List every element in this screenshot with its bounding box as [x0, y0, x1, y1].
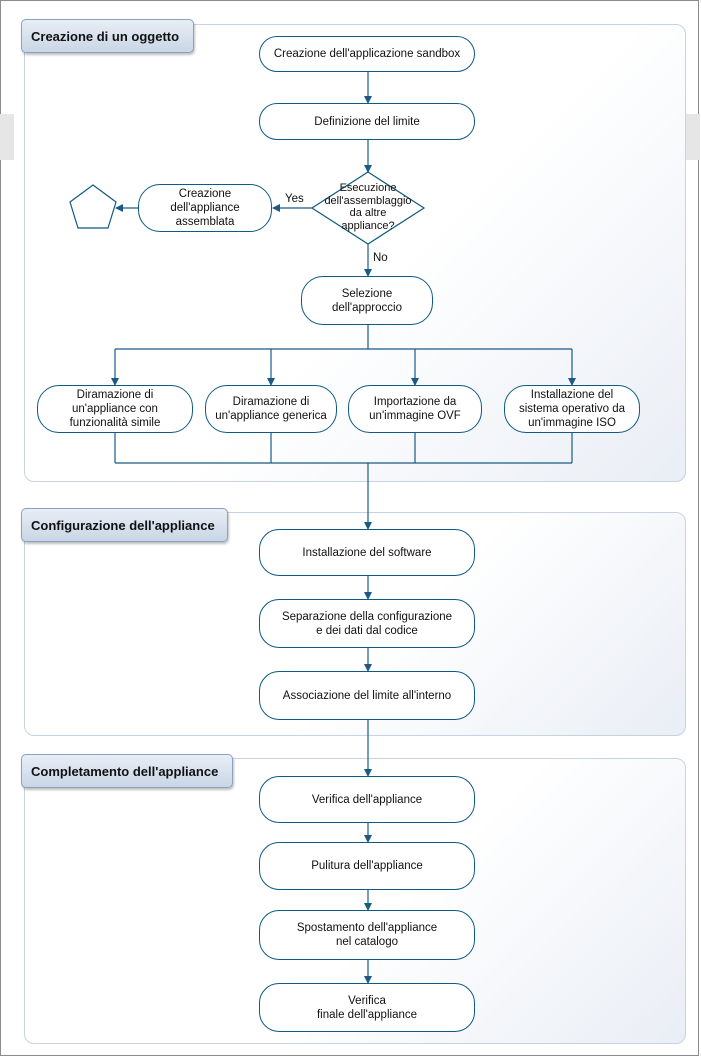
node-branch-generic: Diramazione di un'appliance generica [205, 385, 337, 433]
node-association: Associazione del limite all'interno [259, 671, 475, 720]
node-assembled-appliance: Creazione dell'appliance assemblata [138, 184, 272, 232]
right-side-tab [686, 114, 700, 160]
node-sandbox: Creazione dell'applicazione sandbox [259, 36, 475, 72]
offpage-pentagon [69, 184, 117, 229]
node-move-catalog: Spostamento dell'appliance nel catalogo [259, 910, 475, 960]
section-title-creation: Creazione di un oggetto [21, 19, 194, 53]
node-separation: Separazione della configurazione e dei d… [259, 599, 475, 648]
decision-text: Esecuzione dell'assemblaggio da altre ap… [324, 182, 412, 232]
section-title-completion: Completamento dell'appliance [21, 754, 233, 788]
left-side-tab [0, 114, 14, 160]
label-yes: Yes [285, 193, 304, 205]
node-install-iso: Installazione del sistema operativo da u… [504, 385, 640, 433]
label-no: No [373, 252, 388, 264]
section-title-configuration: Configurazione dell'appliance [21, 508, 228, 542]
node-limit-definition: Definizione del limite [259, 103, 475, 140]
node-cleanup: Pulitura dell'appliance [259, 842, 475, 890]
node-install-software: Installazione del software [259, 529, 475, 576]
node-final-verify: Verifica finale dell'appliance [259, 983, 475, 1032]
decision-diamond [310, 171, 426, 245]
node-verify: Verifica dell'appliance [259, 776, 475, 823]
node-branch-similar: Diramazione di un'appliance con funziona… [37, 385, 193, 433]
node-select-approach: Selezione dell'approccio [301, 276, 433, 325]
node-import-ovf: Importazione da un'immagine OVF [348, 385, 482, 433]
